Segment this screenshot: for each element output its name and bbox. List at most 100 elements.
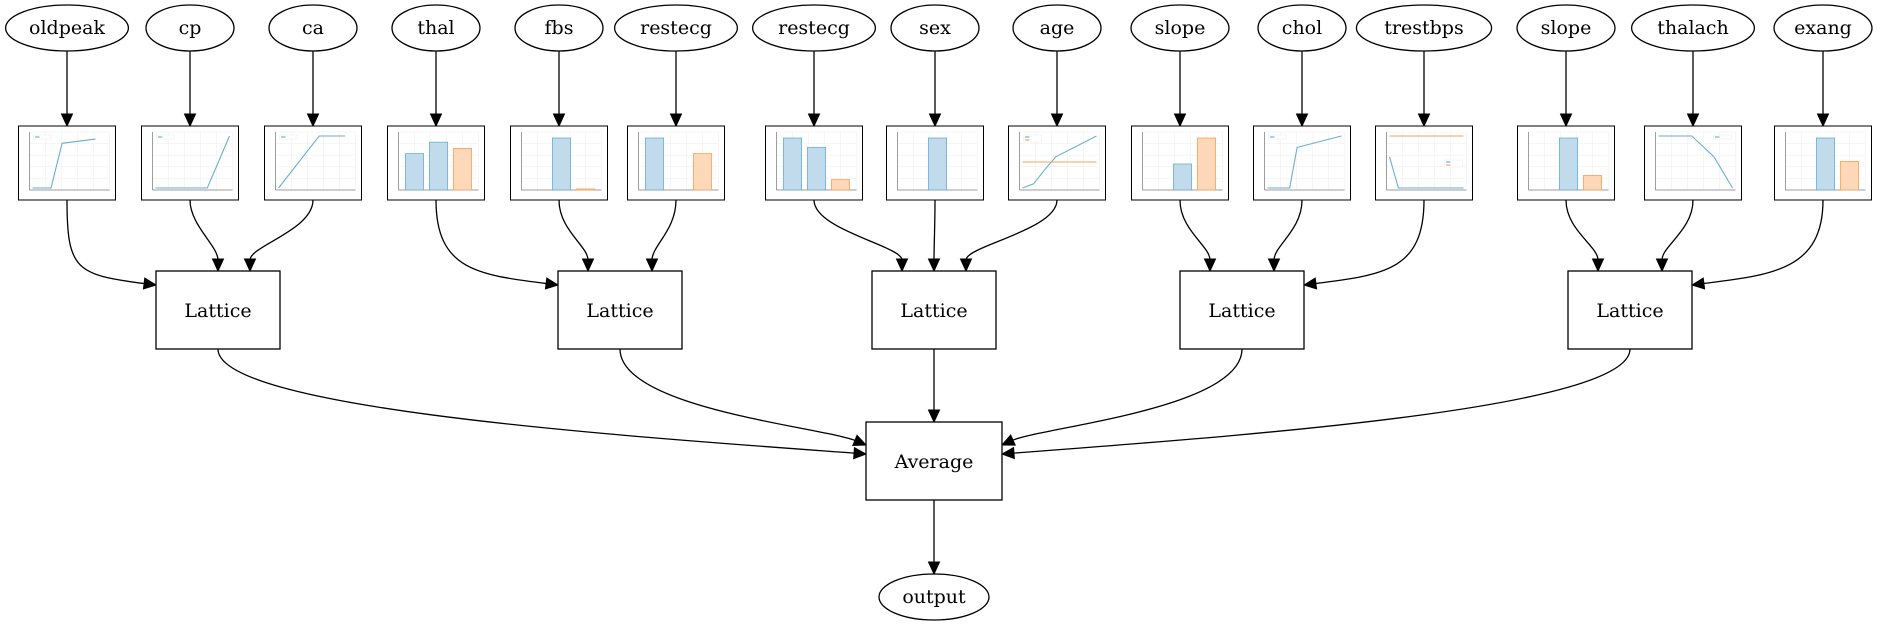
feature-label: cp bbox=[179, 17, 202, 39]
feature-node-slope: slope bbox=[1516, 4, 1616, 52]
calibration-bar bbox=[830, 179, 851, 191]
edge-feature-to-calibrator-arrowhead bbox=[60, 113, 74, 128]
lattice-box bbox=[155, 270, 281, 350]
calibrator-thumbnail bbox=[1008, 125, 1106, 201]
feature-ellipse bbox=[1516, 4, 1616, 52]
calibration-series-line bbox=[155, 135, 231, 189]
calibration-bar bbox=[806, 146, 827, 191]
lattice-box bbox=[1567, 270, 1693, 350]
edge-calibrator-to-lattice bbox=[965, 199, 1058, 261]
calibrator-thumbnail bbox=[1131, 125, 1229, 201]
edge-calibrator-to-lattice bbox=[651, 199, 677, 261]
mini-legend bbox=[1268, 134, 1287, 140]
thumbnail-frame bbox=[18, 125, 116, 201]
calibration-bar bbox=[927, 137, 948, 191]
calibration-bar bbox=[404, 153, 425, 191]
feature-ellipse bbox=[1012, 4, 1102, 52]
edge-calibrator-to-lattice-arrowhead bbox=[1302, 277, 1318, 290]
edge-feature-to-calibrator-arrowhead bbox=[669, 113, 683, 128]
lattice-label: Lattice bbox=[184, 300, 251, 322]
feature-node-thal: thal bbox=[391, 4, 481, 52]
lattice-node: Lattice bbox=[1567, 270, 1693, 350]
calibrator-thumbnail bbox=[18, 125, 116, 201]
edge-feature-to-calibrator-arrowhead bbox=[1173, 113, 1187, 128]
edge-feature-to-calibrator-arrowhead bbox=[1295, 113, 1309, 128]
feature-ellipse bbox=[145, 4, 235, 52]
calibration-series-line bbox=[278, 135, 346, 189]
mini-legend bbox=[1713, 134, 1732, 140]
feature-ellipse bbox=[1355, 4, 1493, 52]
edge-feature-to-calibrator-arrowhead bbox=[1816, 113, 1830, 128]
mini-legend bbox=[156, 134, 175, 140]
feature-node-fbs: fbs bbox=[514, 4, 604, 52]
edge-lattice-to-average-arrowhead bbox=[1000, 434, 1016, 446]
calibration-bar bbox=[452, 147, 473, 191]
edge-calibrator-to-lattice-arrowhead bbox=[927, 258, 941, 273]
lattice-node: Lattice bbox=[155, 270, 281, 350]
calibrator-thumbnail bbox=[1517, 125, 1615, 201]
edge-calibrator-to-lattice-arrowhead bbox=[581, 258, 595, 273]
average-node: Average bbox=[865, 421, 1003, 501]
feature-ellipse bbox=[1130, 4, 1230, 52]
calibrator-thumbnail bbox=[1375, 125, 1473, 201]
calibration-series-line bbox=[1658, 135, 1733, 189]
edge-calibrator-to-lattice-arrowhead bbox=[243, 258, 257, 273]
calibration-series-line bbox=[32, 138, 96, 189]
thumbnail-frame bbox=[264, 125, 362, 201]
feature-label: fbs bbox=[545, 17, 574, 39]
lattice-node: Lattice bbox=[1179, 270, 1305, 350]
edge-calibrator-to-lattice bbox=[1179, 199, 1211, 261]
feature-label: oldpeak bbox=[29, 17, 105, 39]
edge-feature-to-calibrator-arrowhead bbox=[1417, 113, 1431, 128]
lattice-box bbox=[557, 270, 683, 350]
calibration-bar bbox=[1172, 163, 1193, 191]
mini-legend bbox=[33, 134, 52, 140]
calibrator-thumbnail bbox=[1253, 125, 1351, 201]
edge-calibrator-to-lattice bbox=[1314, 199, 1425, 285]
feature-ellipse bbox=[268, 4, 358, 52]
edge-calibrator-to-lattice bbox=[1702, 199, 1824, 285]
edge-calibrator-to-lattice-arrowhead bbox=[645, 258, 659, 273]
edge-feature-to-calibrator-arrowhead bbox=[552, 113, 566, 128]
feature-node-restecg: restecg bbox=[751, 4, 877, 52]
output-label: output bbox=[902, 586, 966, 608]
edge-calibrator-to-lattice-arrowhead bbox=[959, 258, 973, 273]
edge-feature-to-calibrator-arrowhead bbox=[928, 113, 942, 128]
edge-feature-to-calibrator-arrowhead bbox=[1559, 113, 1573, 128]
mini-legend bbox=[1023, 134, 1042, 143]
feature-label: thal bbox=[417, 17, 454, 39]
feature-ellipse bbox=[514, 4, 604, 52]
calibration-bar bbox=[551, 137, 572, 191]
feature-ellipse bbox=[4, 4, 130, 52]
feature-label: slope bbox=[1541, 17, 1592, 39]
feature-label: chol bbox=[1282, 17, 1322, 39]
calibrator-thumbnail bbox=[627, 125, 725, 201]
calibration-bar bbox=[692, 153, 713, 191]
feature-ellipse bbox=[1257, 4, 1347, 52]
edge-calibrator-to-lattice-arrowhead bbox=[895, 258, 909, 273]
lattice-box bbox=[871, 270, 997, 350]
edge-feature-to-calibrator-arrowhead bbox=[1050, 113, 1064, 128]
feature-ellipse bbox=[391, 4, 481, 52]
feature-node-sex: sex bbox=[890, 4, 980, 52]
calibrator-thumbnail bbox=[141, 125, 239, 201]
edge-calibrator-to-lattice bbox=[435, 199, 548, 285]
calibration-bar bbox=[1196, 137, 1217, 191]
calibration-bar bbox=[1558, 137, 1579, 191]
edge-calibrator-to-lattice bbox=[249, 199, 314, 261]
average-box bbox=[865, 421, 1003, 501]
calibration-bar bbox=[1839, 160, 1860, 191]
calibration-series-line bbox=[1022, 135, 1097, 189]
feature-node-trestbps: trestbps bbox=[1355, 4, 1493, 52]
feature-node-age: age bbox=[1012, 4, 1102, 52]
edge-feature-to-calibrator-arrowhead bbox=[429, 113, 443, 128]
edge-feature-to-calibrator-arrowhead bbox=[1686, 113, 1700, 128]
feature-label: exang bbox=[1794, 17, 1852, 39]
feature-node-exang: exang bbox=[1773, 4, 1873, 52]
feature-label: age bbox=[1040, 17, 1075, 39]
lattice-label: Lattice bbox=[1596, 300, 1663, 322]
feature-node-cp: cp bbox=[145, 4, 235, 52]
calibrator-thumbnail bbox=[264, 125, 362, 201]
edge-calibrator-to-lattice-arrowhead bbox=[142, 277, 158, 290]
